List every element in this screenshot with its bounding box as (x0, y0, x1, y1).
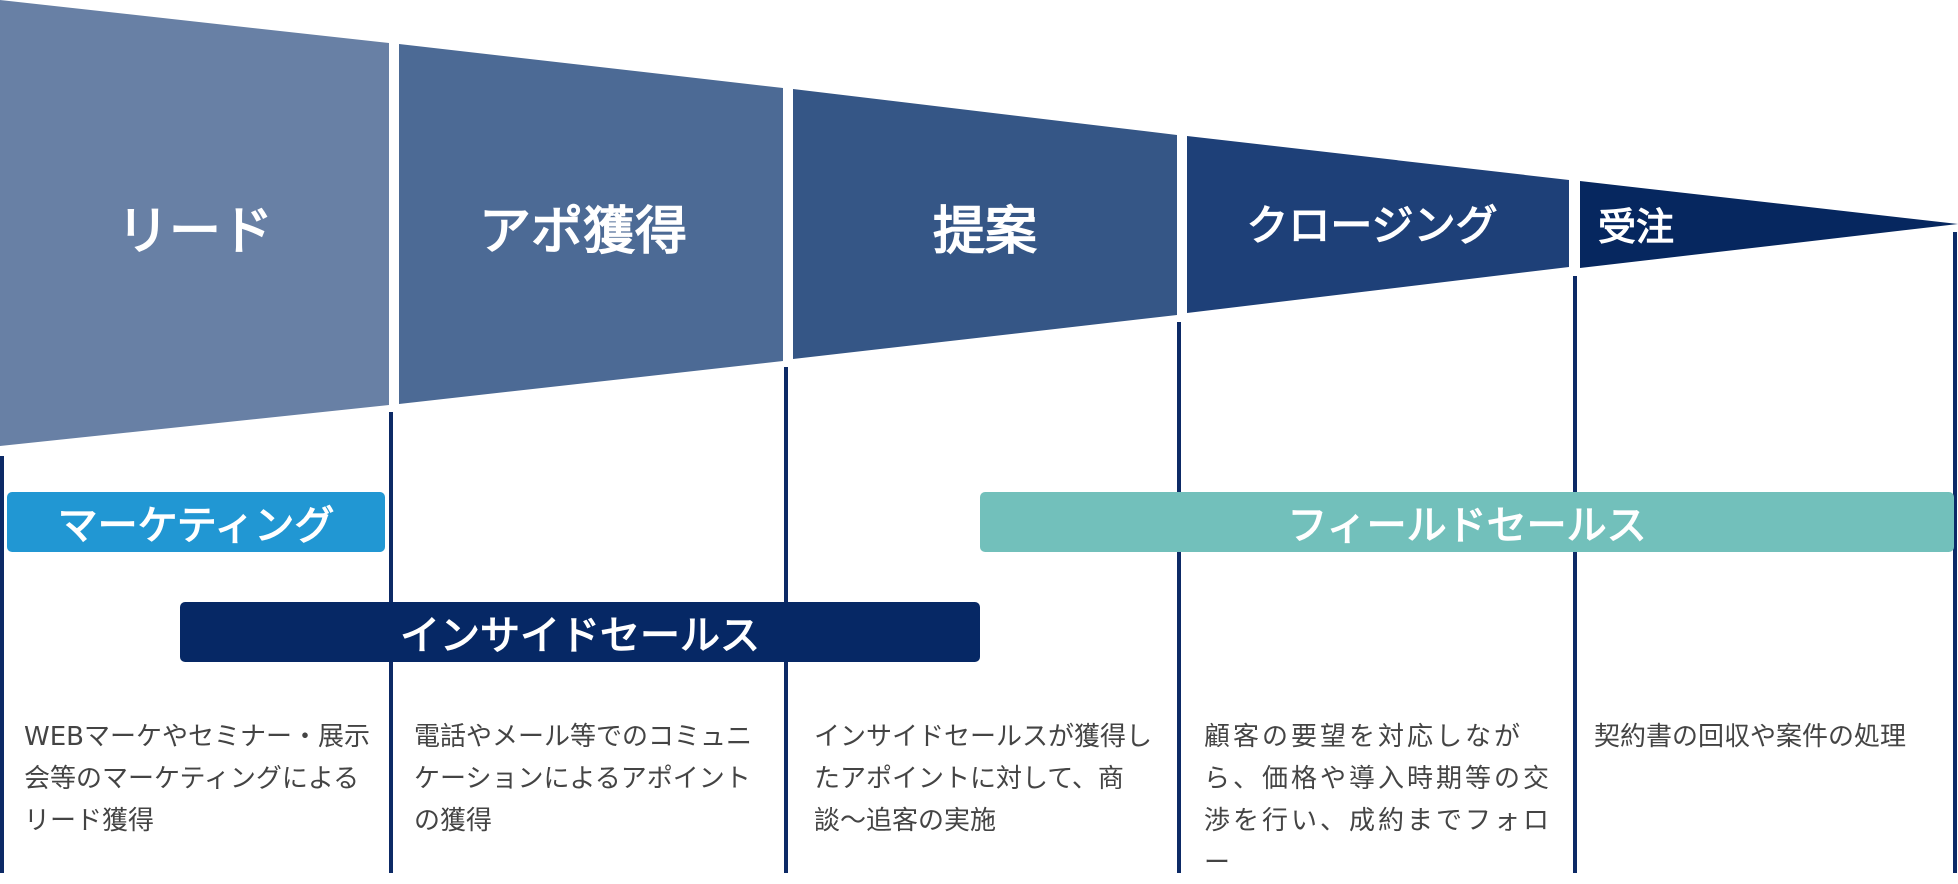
marketing-role-bar: マーケティング (7, 492, 385, 552)
description-closing: 顧客の要望を対応しながら、価格や導入時期等の交渉を行い、成約までフォロー (1204, 722, 1553, 878)
description-order: 契約書の回収や案件の処理 (1594, 722, 1907, 752)
stage-label-proposal: 提案 (932, 202, 1038, 262)
stage-label-order: 受注 (1597, 205, 1675, 249)
funnel-stage-lead (0, 0, 389, 446)
divider-line (0, 456, 4, 873)
funnel-stage-closing (1187, 136, 1569, 313)
funnel-stage-appointment (399, 44, 783, 404)
description-lead: WEBマーケやセミナー・展示会等のマーケティングによるリード獲得 (24, 722, 370, 836)
inside-sales-role-bar: インサイドセールス (180, 602, 980, 662)
stage-label-closing: クロージング (1246, 201, 1498, 250)
stage-label-lead: リード (116, 202, 274, 262)
funnel-stage-proposal (793, 89, 1177, 359)
funnel-stage-order (1580, 181, 1958, 268)
divider-line (1177, 322, 1181, 873)
stage-label-appointment: アポ獲得 (478, 202, 688, 262)
description-proposal: インサイドセールスが獲得したアポイントに対して、商談〜追客の実施 (814, 722, 1153, 836)
description-appointment: 電話やメール等でのコミュニケーションによるアポイントの獲得 (414, 722, 753, 836)
field-sales-role-bar: フィールドセールス (980, 492, 1954, 552)
divider-line (1953, 232, 1957, 873)
divider-line (1573, 276, 1577, 873)
